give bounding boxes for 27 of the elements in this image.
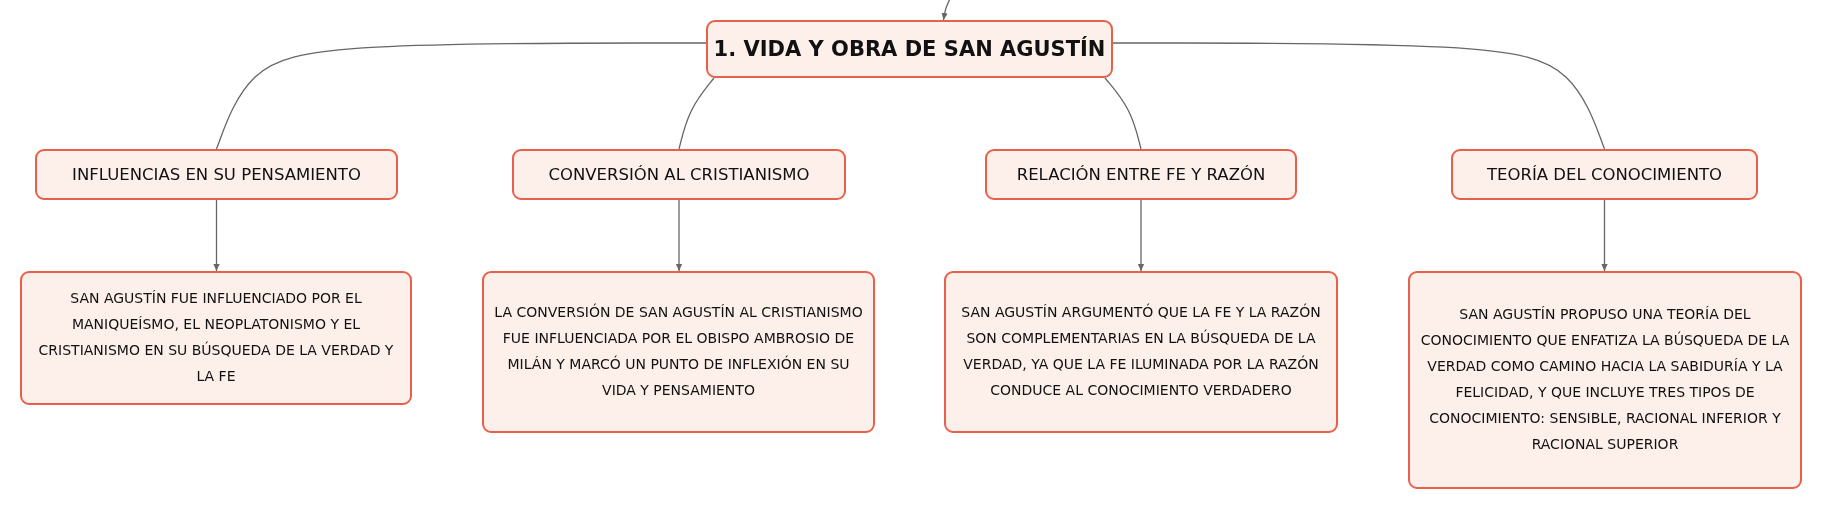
connector-line bbox=[1104, 77, 1142, 150]
description-box bbox=[944, 271, 1338, 433]
connector-line bbox=[215, 42, 707, 150]
description-text: LA CONVERSIÓN DE SAN AGUSTÍN AL CRISTIANISMO FUE INFLUENCIADA POR EL OBISPO AMBROSIO DE MILÁN Y MARCÓ UN PUNTO DE INFLEXIÓN EN SU VIDA Y PENSAMIENTO bbox=[494, 302, 863, 400]
description-box bbox=[1408, 271, 1802, 489]
subtopic-box bbox=[1451, 149, 1758, 200]
arrow bbox=[941, 0, 951, 21]
subtopic-box bbox=[35, 149, 398, 200]
subtopic-box bbox=[512, 149, 846, 200]
description-text: SAN AGUSTÍN PROPUSO UNA TEORÍA DEL CONOCIMIENTO QUE ENFATIZA LA BÚSQUEDA DE LA VERDAD COMO CAMINO HACIA LA SABIDURÍA Y LA FELICIDAD, Y QUE INCLUYE TRES TIPOS DE CONOCIMIENTO: SENSIBLE, RACIONAL INFERIOR Y RACIONAL SUPERIOR bbox=[1420, 305, 1790, 454]
topic-title: 1. VIDA Y OBRA DE SAN AGUSTÍN bbox=[713, 37, 1106, 61]
description-text: SAN AGUSTÍN FUE INFLUENCIADO POR EL MANIQUEÍSMO, EL NEOPLATONISMO Y EL CRISTIANISMO EN SU BÚSQUEDA DE LA VERDAD Y LA FE bbox=[37, 289, 395, 386]
arrow bbox=[1137, 199, 1145, 272]
connector-line bbox=[678, 77, 715, 150]
subtopic-title: TEORÍA DEL CONOCIMIENTO bbox=[1486, 165, 1723, 184]
subtopic-box bbox=[985, 149, 1297, 200]
arrow bbox=[213, 199, 220, 272]
subtopic-title: RELACIÓN ENTRE FE Y RAZÓN bbox=[1016, 165, 1266, 184]
arrow bbox=[1601, 199, 1608, 272]
subtopic-title: CONVERSIÓN AL CRISTIANISMO bbox=[548, 165, 810, 184]
arrow bbox=[675, 199, 683, 272]
description-box bbox=[482, 271, 875, 433]
description-text: SAN AGUSTÍN ARGUMENTÓ QUE LA FE Y LA RAZÓN SON COMPLEMENTARIAS EN LA BÚSQUEDA DE LA VERDAD, YA QUE LA FE ILUMINADA POR LA RAZÓN CONDUCE AL CONOCIMIENTO VERDADERO bbox=[960, 302, 1322, 400]
topic-box bbox=[706, 20, 1113, 78]
description-box bbox=[20, 271, 412, 405]
subtopic-title: INFLUENCIAS EN SU PENSAMIENTO bbox=[72, 165, 361, 184]
connector-line bbox=[1112, 42, 1606, 150]
